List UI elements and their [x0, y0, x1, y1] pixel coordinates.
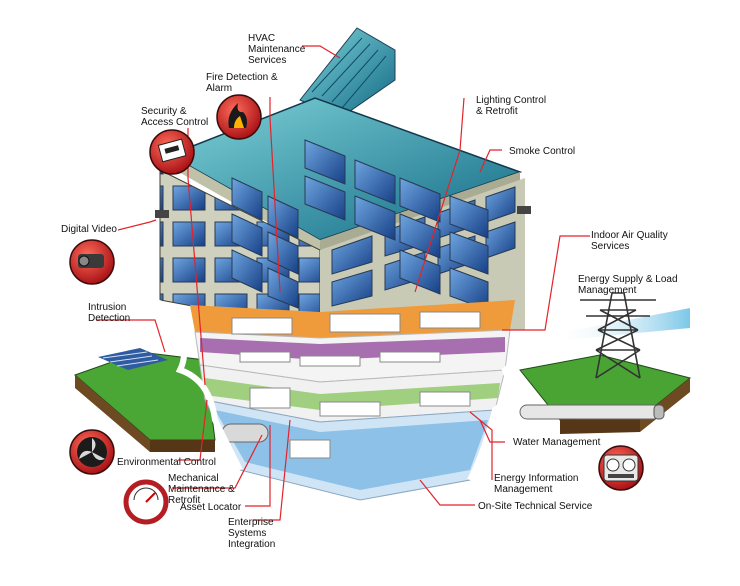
label-intrusion-detection: Intrusion Detection	[88, 302, 131, 324]
gauge-icon	[123, 479, 169, 525]
label-indoor-air: Indoor Air Quality Services	[591, 230, 668, 252]
camera-icon	[69, 239, 115, 285]
meter-icon	[598, 445, 644, 491]
building	[154, 27, 531, 501]
label-smoke-control: Smoke Control	[509, 146, 576, 157]
label-fire-detection: Fire Detection & Alarm	[206, 72, 278, 94]
label-onsite-technical: On-Site Technical Service	[478, 501, 593, 512]
label-water-management: Water Management	[513, 437, 601, 448]
label-mechanical-maintenance: Mechanical Maintenance & Retrofit	[168, 473, 235, 506]
transmission-tower-icon	[560, 292, 690, 379]
label-enterprise-systems: Enterprise Systems Integration	[228, 517, 276, 550]
label-security-access: Security & Access Control	[141, 106, 209, 128]
rooftop-camera	[155, 210, 169, 218]
rooftop-camera	[517, 206, 531, 214]
label-lighting-control: Lighting Control & Retrofit	[476, 95, 547, 117]
label-environmental-control: Environmental Control	[117, 457, 216, 468]
label-hvac-maintenance: HVAC Maintenance Services	[248, 33, 306, 66]
label-digital-video: Digital Video	[61, 224, 117, 235]
label-energy-information: Energy Information Management	[494, 473, 579, 495]
fire-icon	[216, 94, 262, 140]
label-energy-supply: Energy Supply & Load Management	[578, 274, 678, 296]
ground-left	[74, 348, 216, 452]
security-card-icon	[149, 129, 195, 175]
ground-right	[519, 354, 692, 434]
label-asset-locator: Asset Locator	[180, 502, 242, 513]
fan-icon	[69, 429, 115, 475]
